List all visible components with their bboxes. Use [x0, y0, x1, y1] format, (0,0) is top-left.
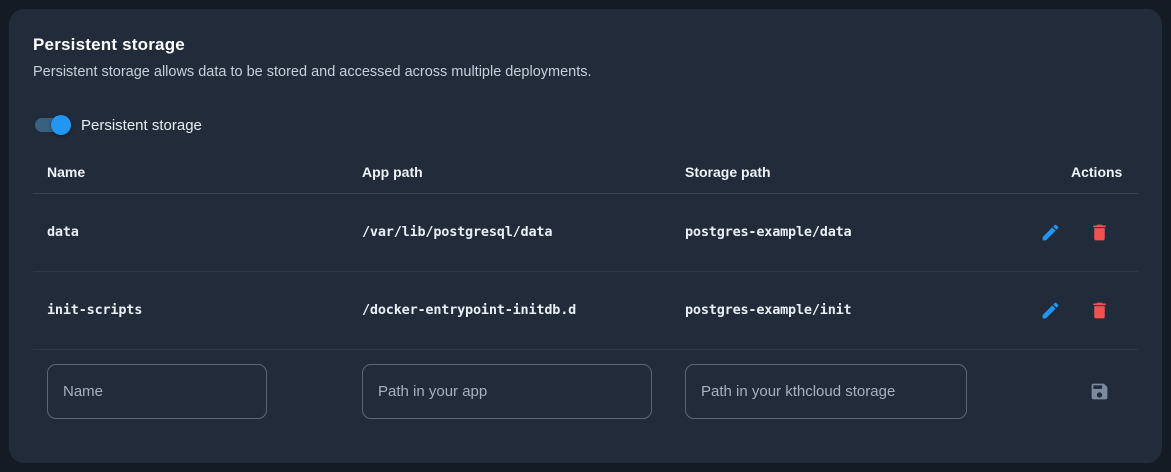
cell-name: data [33, 193, 348, 272]
page-title: Persistent storage [33, 35, 185, 54]
table-header-row: Name App path Storage path Actions [33, 151, 1138, 194]
new-storage-row [33, 349, 1138, 433]
persistent-storage-card: Persistent storage Persistent storage al… [9, 9, 1162, 463]
edit-button[interactable] [1040, 300, 1061, 321]
pencil-icon [1040, 300, 1061, 321]
cell-storage-path: postgres-example/data [671, 193, 1057, 272]
delete-button[interactable] [1089, 222, 1110, 243]
floppy-disk-icon [1089, 381, 1110, 402]
app-path-input[interactable] [362, 363, 652, 419]
trash-icon [1089, 222, 1110, 243]
toggle-thumb[interactable] [51, 115, 71, 135]
column-header-name: Name [33, 151, 348, 194]
storage-path-input[interactable] [685, 363, 967, 419]
column-header-app-path: App path [348, 151, 671, 194]
name-input[interactable] [47, 363, 267, 419]
persistent-storage-toggle[interactable] [33, 115, 71, 135]
pencil-icon [1040, 222, 1061, 243]
column-header-storage-path: Storage path [671, 151, 1057, 194]
toggle-label: Persistent storage [81, 116, 202, 134]
cell-storage-path: postgres-example/init [671, 271, 1057, 350]
table-row: data /var/lib/postgresql/data postgres-e… [33, 193, 1138, 272]
toggle-row: Persistent storage [33, 113, 1138, 137]
delete-button[interactable] [1089, 300, 1110, 321]
save-button[interactable] [1089, 381, 1110, 402]
cell-app-path: /var/lib/postgresql/data [348, 193, 671, 272]
edit-button[interactable] [1040, 222, 1061, 243]
page-subtitle: Persistent storage allows data to be sto… [33, 64, 592, 80]
trash-icon [1089, 300, 1110, 321]
storage-table: Name App path Storage path Actions data … [33, 151, 1138, 433]
column-header-actions: Actions [1057, 151, 1138, 194]
table-row: init-scripts /docker-entrypoint-initdb.d… [33, 271, 1138, 350]
cell-name: init-scripts [33, 271, 348, 350]
cell-app-path: /docker-entrypoint-initdb.d [348, 271, 671, 350]
